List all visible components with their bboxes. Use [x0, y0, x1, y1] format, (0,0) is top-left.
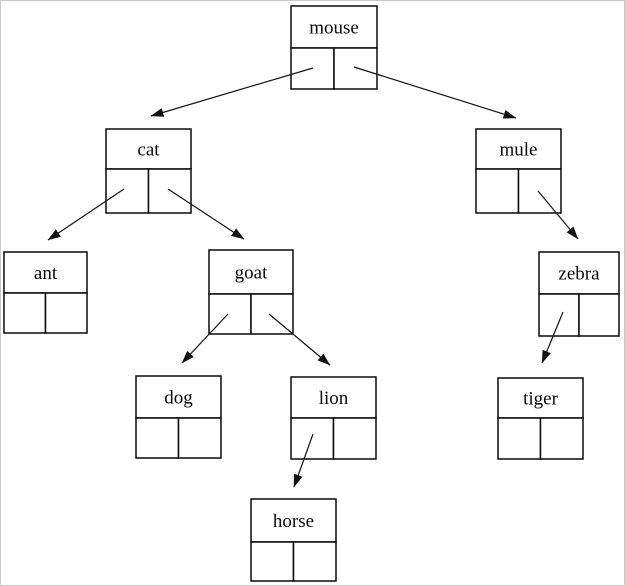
node-label-box-goat [208, 249, 294, 295]
node-label-goat: goat [235, 263, 268, 284]
edge-goat-left-to-dog [181, 313, 229, 364]
node-label-mouse: mouse [309, 18, 359, 39]
node-label-ant: ant [34, 263, 58, 284]
node-label-box-mule [475, 128, 562, 170]
tree-node-goat: goat [208, 249, 294, 335]
node-label-dog: dog [164, 388, 193, 409]
node-right-pointer-cell-mouse [333, 47, 378, 90]
node-label-zebra: zebra [558, 264, 600, 285]
node-label-cat: cat [137, 140, 160, 161]
node-left-pointer-cell-mule [475, 168, 520, 214]
tree-node-lion: lion [290, 376, 377, 460]
node-right-pointer-cell-mule [517, 168, 562, 214]
edge-goat-right-to-lion [268, 313, 331, 366]
node-label-horse: horse [273, 511, 314, 532]
edge-mouse-right-to-mule [353, 66, 517, 119]
node-right-pointer-cell-goat [250, 293, 294, 335]
edge-mouse-left-to-cat [150, 67, 314, 117]
node-label-mule: mule [500, 140, 538, 161]
node-right-pointer-cell-lion [332, 417, 377, 460]
tree-node-mule: mule [475, 128, 562, 214]
edge-cat-left-to-ant [47, 188, 125, 241]
edge-lion-left-to-horse [293, 433, 314, 488]
tree-node-horse: horse [250, 498, 337, 582]
node-right-pointer-cell-tiger [539, 417, 584, 460]
node-left-pointer-cell-lion [290, 417, 335, 460]
node-right-pointer-cell-zebra [578, 293, 620, 337]
node-right-pointer-cell-cat [147, 168, 192, 214]
node-right-pointer-cell-horse [292, 541, 337, 582]
node-left-pointer-cell-horse [250, 541, 295, 582]
tree-node-cat: cat [105, 128, 192, 214]
node-label-box-mouse [290, 5, 378, 49]
node-left-pointer-cell-dog [135, 417, 180, 459]
node-label-box-horse [250, 498, 337, 543]
node-right-pointer-cell-ant [44, 292, 88, 334]
node-left-pointer-cell-zebra [538, 293, 580, 337]
tree-node-mouse: mouse [290, 5, 378, 90]
edge-mule-right-to-zebra [537, 190, 579, 240]
node-left-pointer-cell-tiger [497, 417, 542, 460]
node-label-lion: lion [319, 388, 349, 409]
node-right-pointer-cell-dog [177, 417, 222, 459]
tree-node-dog: dog [135, 375, 222, 459]
node-label-box-lion [290, 376, 377, 419]
tree-node-ant: ant [3, 251, 88, 334]
node-left-pointer-cell-ant [3, 292, 47, 334]
tree-node-tiger: tiger [497, 377, 584, 460]
tree-node-zebra: zebra [538, 251, 620, 337]
node-label-box-zebra [538, 251, 620, 295]
node-left-pointer-cell-cat [105, 168, 150, 214]
edge-zebra-left-to-tiger [541, 311, 564, 364]
edge-cat-right-to-goat [167, 188, 245, 240]
node-label-tiger: tiger [523, 389, 558, 410]
